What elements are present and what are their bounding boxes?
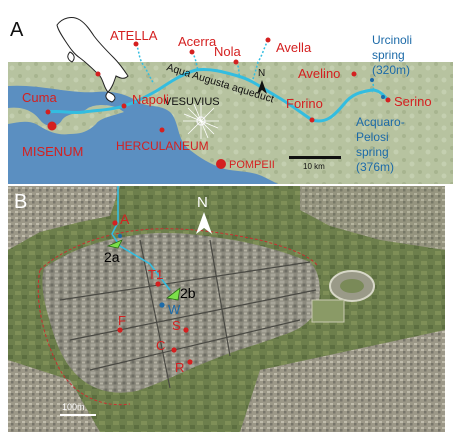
italy-inset (56, 17, 129, 103)
acerra-label: Acerra (178, 34, 217, 49)
cuma-label: Cuma (22, 90, 57, 105)
modern-town-nw (8, 186, 120, 250)
acerra-dot (189, 49, 195, 55)
avelino-label: Avelino (298, 66, 340, 81)
scale-bar-b-label: 100m (62, 402, 85, 412)
urcinoli-spring-dot (370, 78, 374, 82)
amphitheater-arena (340, 279, 364, 293)
avella-label: Avella (276, 40, 312, 55)
vesuvius-label: VESUVIUS (164, 96, 220, 108)
serino-dot (385, 97, 391, 103)
serino-label: Serino (394, 94, 432, 109)
water-pipe-line (111, 186, 171, 291)
misenum-label: MISENUM (22, 144, 83, 159)
marker-f-label: F (118, 313, 126, 328)
vesuvius-icon (183, 103, 219, 139)
palestra (311, 299, 345, 323)
modern-town-ne (300, 186, 445, 250)
panel-a: A VESUVIUS Aqua Augusta aqueduct (0, 0, 453, 186)
ancient-streets (59, 239, 317, 389)
north-arrow-a-icon: N (257, 68, 267, 94)
napoli-label: Napoli (132, 92, 169, 107)
marker-r-label: R (175, 360, 184, 375)
marker-c-dot (171, 347, 177, 353)
scale-bar-a (289, 156, 341, 159)
cape-misenum (8, 105, 124, 135)
svg-text:N: N (258, 68, 265, 79)
scale-bar-b (60, 414, 96, 416)
marker-w-label: W (168, 302, 181, 317)
marker-s-dot (183, 327, 189, 333)
forino-dot (309, 117, 315, 123)
marker-s-label: S (172, 318, 181, 333)
nola-label: Nola (214, 44, 242, 59)
marker-f-dot (117, 327, 123, 333)
marker-t1-label: T1 (148, 267, 163, 282)
north-arrow-b-icon: N (196, 194, 212, 234)
pipe-point-dot (118, 234, 122, 238)
cuma-dot (45, 109, 51, 115)
marker-w-dot (159, 302, 165, 308)
urcinoli-spring-label: Urcinoli spring (320m) (372, 33, 415, 77)
atella-label: ATELLA (110, 28, 158, 43)
acquaro-spring-dot (381, 95, 385, 99)
marker-t1-dot (155, 281, 161, 287)
marker-c-label: C (156, 338, 165, 353)
panel-b: B N A 2a T1 2b W F S C R 100m (8, 186, 445, 432)
scale-bar-a-label: 10 km (303, 162, 325, 171)
herculaneum-label: HERCULANEUM (116, 139, 209, 153)
marker-a-label: A (120, 211, 130, 227)
misenum-dot (47, 121, 57, 131)
pompeii-label: POMPEII (229, 159, 275, 171)
panel-b-label: B (14, 191, 27, 213)
branch-avella (251, 39, 269, 83)
forino-label: Forino (286, 96, 323, 111)
marker-2a-label: 2a (104, 249, 120, 265)
napoli-dot (121, 103, 127, 109)
panel-a-label: A (10, 19, 24, 41)
marker-2b-label: 2b (180, 285, 196, 301)
land (8, 62, 453, 184)
marker-2a-icon (106, 239, 123, 249)
marker-a-dot (112, 220, 118, 226)
pompeii-dot (216, 159, 226, 169)
avella-dot (265, 37, 271, 43)
marker-2b-icon (166, 287, 181, 301)
svg-text:N: N (197, 194, 208, 211)
italy-location-dot (95, 71, 101, 77)
herculaneum-dot (159, 127, 165, 133)
avelino-dot (351, 71, 357, 77)
acquaro-spring-label: Acquaro- Pelosi spring (376m) (356, 115, 408, 174)
aqua-augusta-aqueduct-line (47, 68, 390, 123)
modern-town-se (240, 330, 445, 432)
nola-dot (233, 59, 239, 65)
atella-dot (133, 41, 139, 47)
marker-r-dot (187, 359, 193, 365)
pompeii-ancient-city (42, 232, 320, 393)
